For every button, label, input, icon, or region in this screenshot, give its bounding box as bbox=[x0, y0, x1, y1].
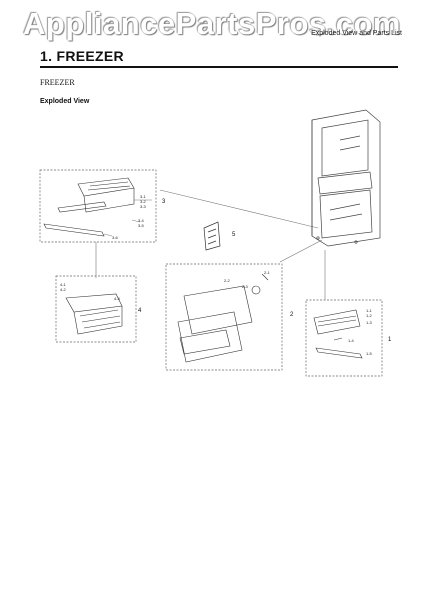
callout-3-2: 3-2 bbox=[140, 199, 147, 204]
callout-1-5: 1-5 bbox=[366, 351, 373, 356]
part-5-bracket bbox=[203, 221, 221, 251]
callout-3-1: 3-1 bbox=[140, 194, 147, 199]
callout-3-5: 3-5 bbox=[138, 223, 145, 228]
callout-4-3: 4-3 bbox=[114, 296, 121, 301]
refrigerator-cabinet bbox=[311, 109, 381, 247]
callout-1-2: 1-2 bbox=[366, 313, 373, 318]
callout-1-3: 1-3 bbox=[366, 320, 373, 325]
group-3-frame bbox=[39, 169, 157, 243]
group-3-callouts bbox=[103, 199, 152, 237]
freezer-door-part bbox=[313, 309, 363, 359]
callout-2: 2 bbox=[290, 312, 294, 318]
callout-5: 5 bbox=[232, 232, 236, 238]
group-2-frame bbox=[165, 263, 283, 371]
callout-4: 4 bbox=[138, 308, 142, 314]
callout-1: 1 bbox=[388, 337, 392, 343]
header-caption: Exploded View and Parts List bbox=[311, 30, 402, 37]
callout-1-4: 1-4 bbox=[348, 338, 355, 343]
callout-4-1: 4-1 bbox=[60, 282, 67, 287]
callout-2-1: 2-1 bbox=[264, 270, 271, 275]
lower-basket-part bbox=[65, 293, 123, 335]
callout-4-2: 4-2 bbox=[60, 287, 67, 292]
callout-3-3: 3-3 bbox=[140, 204, 147, 209]
connector-lines bbox=[95, 189, 326, 300]
callout-2-2: 2-2 bbox=[224, 278, 231, 283]
group-4-frame bbox=[55, 275, 137, 343]
title-rule bbox=[40, 66, 398, 68]
callout-3-4: 3-4 bbox=[138, 218, 145, 223]
door-assembly-part bbox=[177, 273, 269, 363]
callout-2-3: 2-3 bbox=[242, 284, 249, 289]
callout-3-6: 3-6 bbox=[112, 235, 119, 240]
upper-drawer-part bbox=[43, 177, 135, 237]
section-title: 1. FREEZER bbox=[40, 48, 124, 64]
callout-1-1: 1-1 bbox=[366, 308, 373, 313]
group-1-frame bbox=[305, 299, 383, 377]
exploded-view-label: Exploded View bbox=[40, 98, 90, 105]
callout-3: 3 bbox=[162, 199, 166, 205]
section-subtitle: FREEZER bbox=[40, 78, 75, 87]
